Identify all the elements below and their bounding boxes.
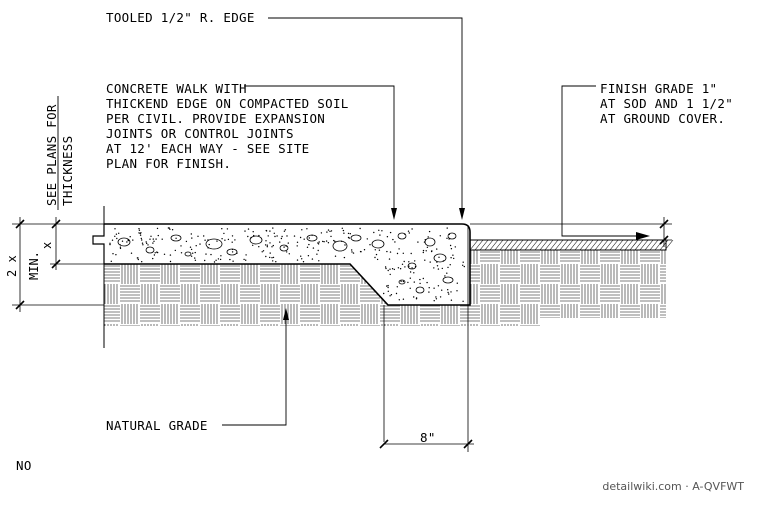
dim-8-inch-label: 8"	[420, 430, 436, 445]
finish-grade-note: FINISH GRADE 1" AT SOD AND 1 1/2" AT GRO…	[600, 81, 733, 126]
svg-text:AT GROUND COVER.: AT GROUND COVER.	[600, 111, 725, 126]
natural-grade-label: NATURAL GRADE	[106, 418, 208, 433]
concrete-walk	[104, 223, 471, 306]
dim-x-label: x	[40, 242, 54, 249]
watermark: detailwiki.com · A-QVFWT	[602, 480, 744, 493]
leader-concrete-walk	[244, 85, 397, 220]
thickness-dimension	[12, 217, 104, 312]
dim-2x-label: 2 x	[5, 255, 19, 277]
edge-width-dimension	[379, 225, 474, 452]
svg-text:FINISH GRADE 1": FINISH GRADE 1"	[600, 81, 717, 96]
see-plans-note: SEE PLANS FOR THICKNESS	[44, 96, 75, 210]
no-label: NO	[16, 458, 32, 473]
leader-tooled-edge	[268, 17, 465, 220]
svg-text:CONCRETE WALK WITH: CONCRETE WALK WITH	[106, 81, 247, 96]
svg-text:PLAN FOR FINISH.: PLAN FOR FINISH.	[106, 156, 231, 171]
sod-strip	[469, 239, 674, 251]
concrete-aggregate	[109, 227, 465, 302]
svg-text:THICKEND EDGE ON COMPACTED SOI: THICKEND EDGE ON COMPACTED SOIL	[106, 96, 349, 111]
svg-text:THICKNESS: THICKNESS	[60, 136, 75, 206]
svg-text:SEE PLANS FOR: SEE PLANS FOR	[44, 104, 59, 206]
svg-text:AT SOD AND 1 1/2": AT SOD AND 1 1/2"	[600, 96, 733, 111]
tooled-edge-joint	[92, 206, 105, 264]
leader-finish-grade	[561, 85, 650, 240]
concrete-walk-note: CONCRETE WALK WITH THICKEND EDGE ON COMP…	[106, 81, 349, 171]
tooled-edge-label: TOOLED 1/2" R. EDGE	[106, 10, 255, 25]
dim-min-label: MIN.	[27, 251, 41, 280]
svg-text:PER CIVIL. PROVIDE EXPANSION: PER CIVIL. PROVIDE EXPANSION	[106, 111, 325, 126]
finish-grade-dimension	[470, 217, 672, 247]
leader-natural-grade	[222, 308, 289, 426]
natural-soil-hatch	[104, 250, 666, 348]
svg-text:JOINTS OR CONTROL JOINTS: JOINTS OR CONTROL JOINTS	[106, 126, 294, 141]
svg-text:AT 12' EACH WAY - SEE SITE: AT 12' EACH WAY - SEE SITE	[106, 141, 309, 156]
